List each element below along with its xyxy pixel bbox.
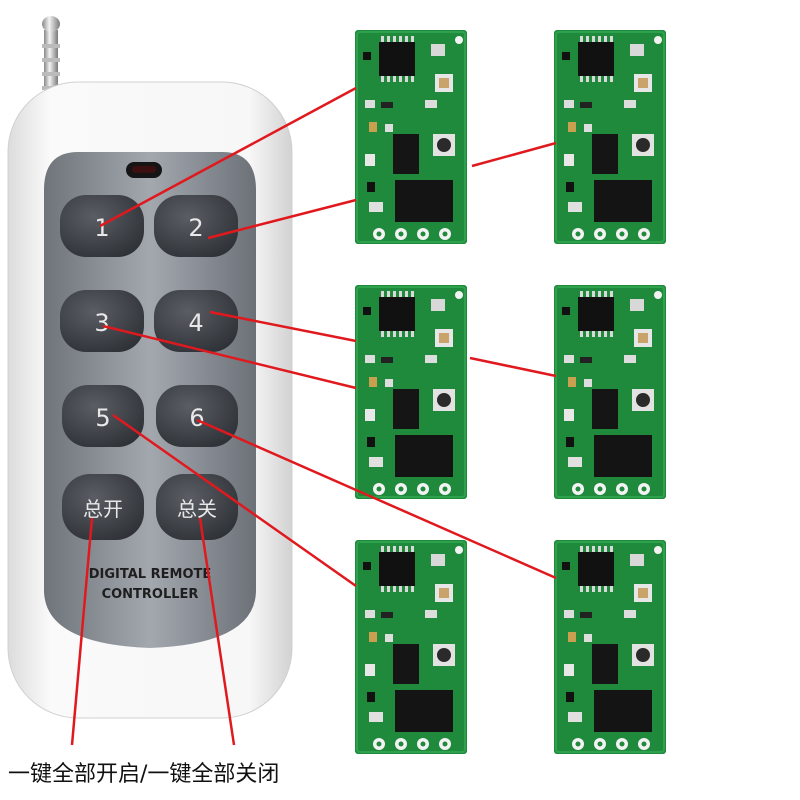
receiver-board xyxy=(354,539,468,755)
button-4-label: 4 xyxy=(188,309,203,337)
button-6-label: 6 xyxy=(189,404,204,432)
button-1-label: 1 xyxy=(94,214,109,242)
receiver-board xyxy=(553,284,667,500)
receiver-board xyxy=(354,284,468,500)
button-all-on-label: 总开 xyxy=(83,497,123,521)
caption: 一键全部开启/一键全部关闭 xyxy=(8,762,280,787)
receiver-board xyxy=(553,29,667,245)
button-3 xyxy=(60,290,144,352)
button-5 xyxy=(62,385,144,447)
button-all-on xyxy=(62,474,144,540)
button-5-label: 5 xyxy=(95,404,110,432)
remote-body xyxy=(7,81,293,719)
button-2 xyxy=(154,195,238,257)
button-4 xyxy=(154,290,238,352)
connection-lines xyxy=(70,86,557,746)
brand-line-2: CONTROLLER xyxy=(102,587,199,602)
receiver-modules xyxy=(354,29,667,755)
button-6 xyxy=(156,385,238,447)
button-2-label: 2 xyxy=(188,214,203,242)
receiver-board xyxy=(354,29,468,245)
button-all-off-label: 总关 xyxy=(177,497,217,521)
brand-line-1: DIGITAL REMOTE xyxy=(89,567,212,582)
button-3-label: 3 xyxy=(94,309,109,337)
button-all-off xyxy=(156,474,238,540)
receiver-board xyxy=(553,539,667,755)
